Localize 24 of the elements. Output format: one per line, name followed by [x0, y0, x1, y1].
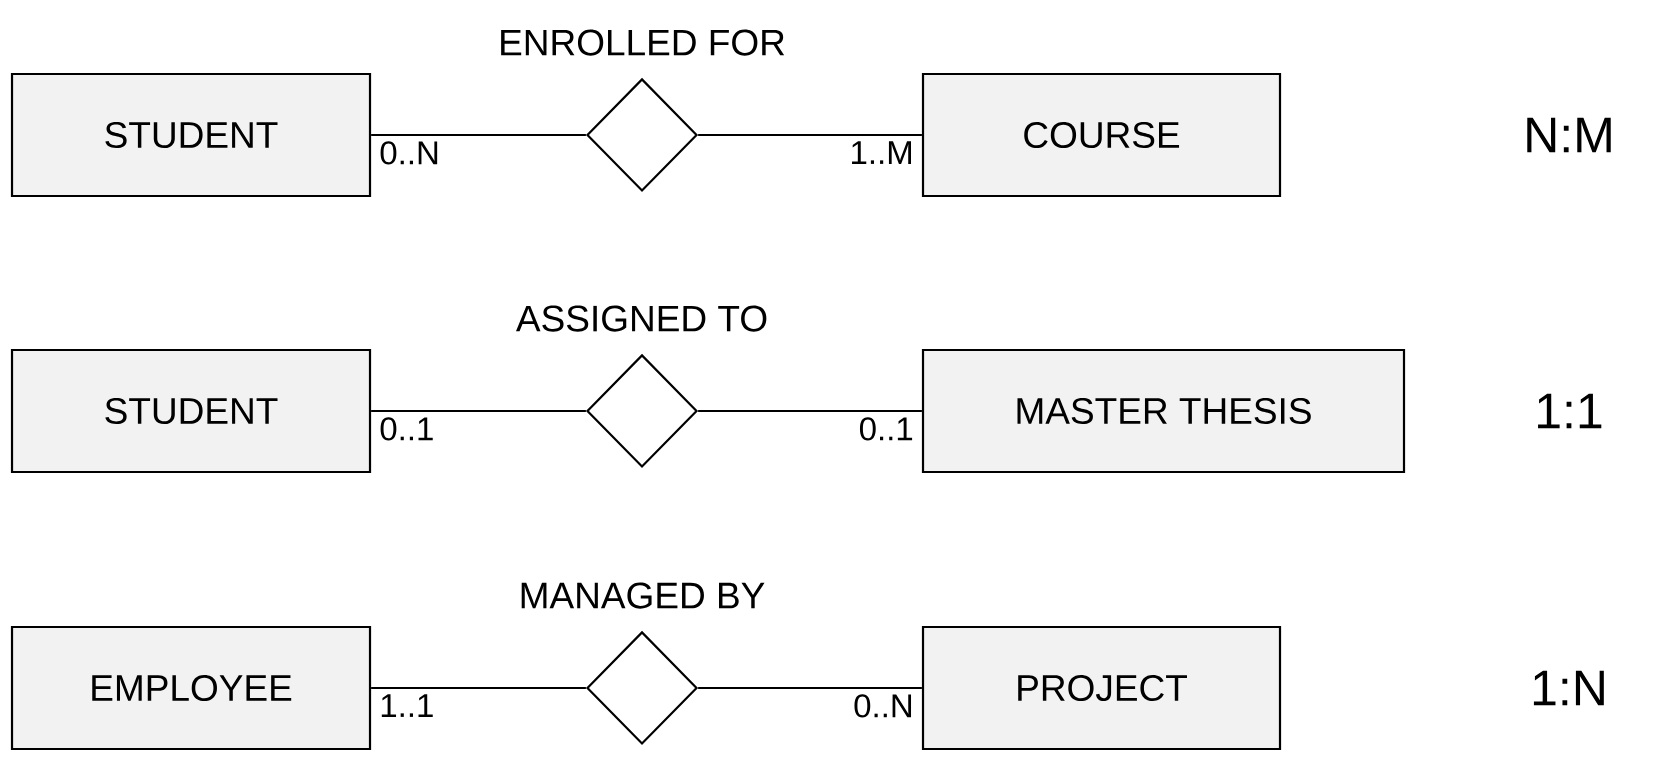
- entity-box: EMPLOYEE: [10, 625, 372, 751]
- connector-line: [697, 410, 923, 412]
- connector-line: [697, 687, 923, 689]
- connector-line: [370, 134, 587, 136]
- entity-box: MASTER THESIS: [921, 348, 1406, 474]
- cardinality-label: 1:1: [1538, 393, 1602, 429]
- entity-box: PROJECT: [921, 625, 1282, 751]
- node-label: MANAGED BY: [521, 582, 765, 609]
- multiplicity-label: 0..1: [380, 417, 433, 441]
- cardinality-label: 1:N: [1533, 670, 1604, 706]
- multiplicity-label: 0..N: [380, 141, 438, 165]
- node-label: ASSIGNED TO: [515, 305, 767, 332]
- connector-line: [370, 687, 587, 689]
- entity-box: COURSE: [921, 72, 1282, 198]
- cardinality-label: N:M: [1527, 117, 1611, 153]
- connector-line: [697, 134, 923, 136]
- connector-line: [370, 410, 587, 412]
- multiplicity-label: 0..1: [859, 417, 913, 441]
- node-label: ENROLLED FOR: [501, 29, 785, 56]
- multiplicity-label: 1..1: [381, 694, 433, 717]
- entity-box: STUDENT: [10, 72, 372, 198]
- multiplicity-label: 0..N: [854, 694, 911, 718]
- multiplicity-label: 1..M: [852, 141, 911, 164]
- entity-box: STUDENT: [10, 348, 372, 474]
